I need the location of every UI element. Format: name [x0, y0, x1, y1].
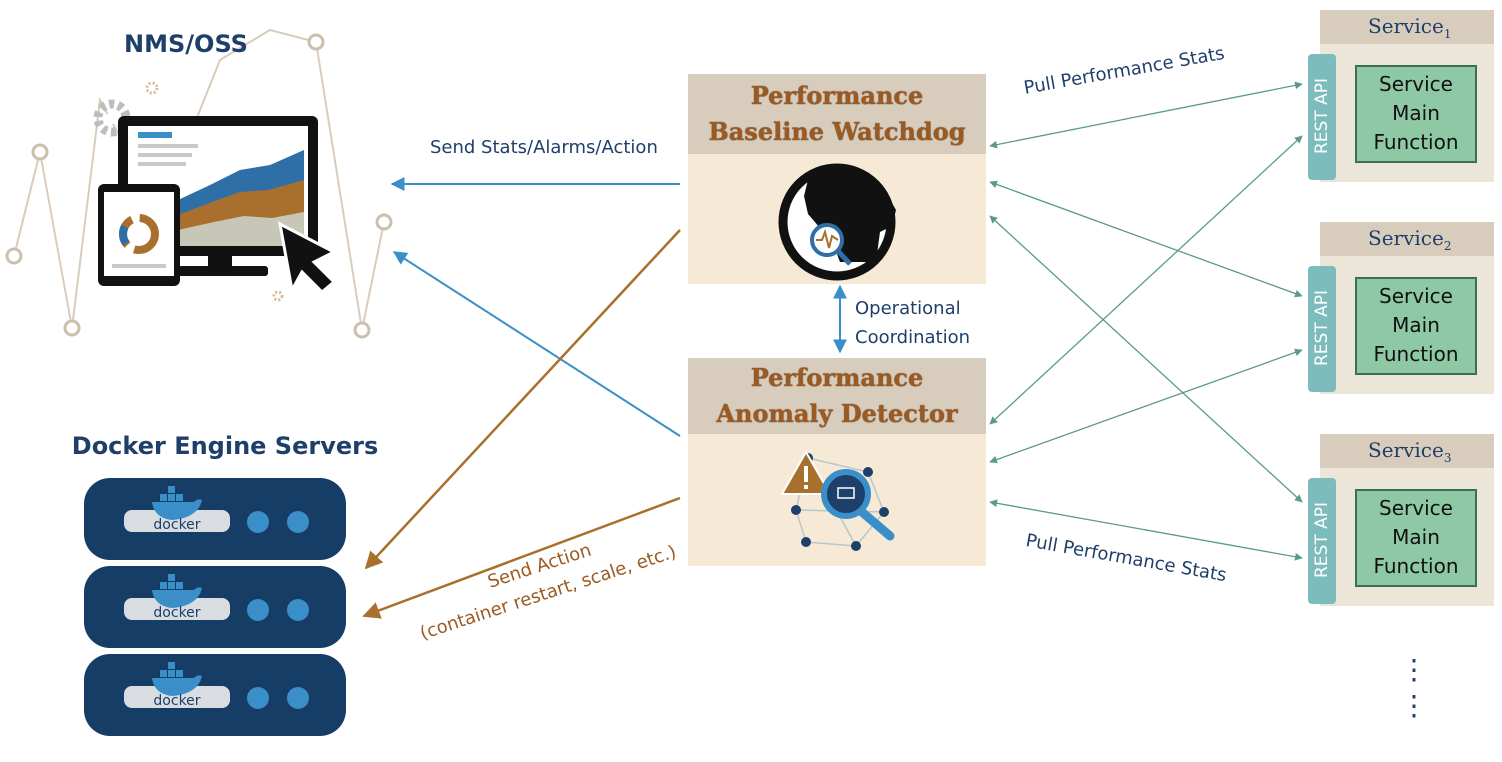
tablet-icon — [98, 184, 180, 286]
small-gear-icon — [145, 81, 284, 302]
arrows — [362, 81, 1303, 619]
server-status-light — [287, 599, 309, 621]
arrow-detector-service2 — [989, 348, 1303, 464]
rest-api-label: REST API — [1312, 501, 1332, 579]
docker-server: docker — [84, 478, 346, 560]
service-title: Service3 — [1368, 438, 1452, 465]
arrow-detector-to-nms — [392, 251, 681, 437]
docker-whale-icon — [152, 662, 202, 696]
service-main-function-box — [1355, 277, 1477, 375]
arrow-watchdog-service3 — [989, 215, 1303, 503]
dog-icon — [778, 163, 896, 281]
server-status-light — [287, 511, 309, 533]
monitor-icon — [118, 116, 318, 276]
watchdog-component — [688, 74, 986, 284]
service-main-function-box — [1355, 489, 1477, 587]
docker-server: docker — [84, 566, 346, 648]
docker-server: docker — [84, 654, 346, 736]
arrow-watchdog-service2 — [989, 180, 1303, 298]
rest-api-tab — [1308, 54, 1336, 180]
docker-server-stack: docker docker docker — [84, 478, 346, 736]
service-title: Service1 — [1368, 14, 1452, 41]
service-main-function-box — [1355, 65, 1477, 163]
server-status-light — [247, 599, 269, 621]
server-status-light — [287, 687, 309, 709]
detector-title-line1: Performance — [750, 363, 924, 392]
service-box — [1308, 10, 1494, 182]
rest-api-label: REST API — [1312, 77, 1332, 155]
arrow-watchdog-to-docker — [364, 229, 681, 570]
service-title: Service2 — [1368, 226, 1452, 253]
watchdog-title-line1: Performance — [750, 81, 924, 110]
docker-whale-icon — [152, 574, 202, 608]
detector-component — [688, 358, 986, 566]
anomaly-network-icon — [780, 449, 895, 551]
service-box — [1308, 434, 1494, 606]
operational-coordination-label: Operational Coordination — [855, 294, 970, 352]
docker-whale-icon — [152, 486, 202, 520]
detector-title: Performance Anomaly Detector — [688, 360, 986, 432]
arrow-detector-service1 — [989, 135, 1303, 425]
detector-title-line2: Anomaly Detector — [716, 399, 958, 428]
docker-logo-text: docker — [153, 517, 200, 533]
arrow-detector-service3 — [989, 499, 1303, 561]
server-status-light — [247, 687, 269, 709]
server-status-light — [247, 511, 269, 533]
docker-logo-text: docker — [153, 605, 200, 621]
nms-title: NMS/OSS — [124, 30, 248, 58]
rest-api-label: REST API — [1312, 289, 1332, 367]
coordination-line2: Coordination — [855, 327, 971, 348]
send-stats-label: Send Stats/Alarms/Action — [430, 137, 658, 158]
nms-illustration — [5, 28, 393, 339]
docker-logo-text: docker — [153, 693, 200, 709]
services-group — [1308, 10, 1494, 606]
cursor-icon — [277, 221, 338, 295]
arrow-detector-to-docker — [362, 496, 681, 619]
coordination-line1: Operational — [855, 298, 961, 319]
watchdog-title-line2: Baseline Watchdog — [708, 117, 966, 146]
service-box — [1308, 222, 1494, 394]
docker-title: Docker Engine Servers — [71, 432, 379, 460]
rest-api-tab — [1308, 478, 1336, 604]
rest-api-tab — [1308, 266, 1336, 392]
more-services-ellipsis: ⋮ ⋮ — [1400, 653, 1428, 722]
watchdog-title: Performance Baseline Watchdog — [688, 78, 986, 150]
